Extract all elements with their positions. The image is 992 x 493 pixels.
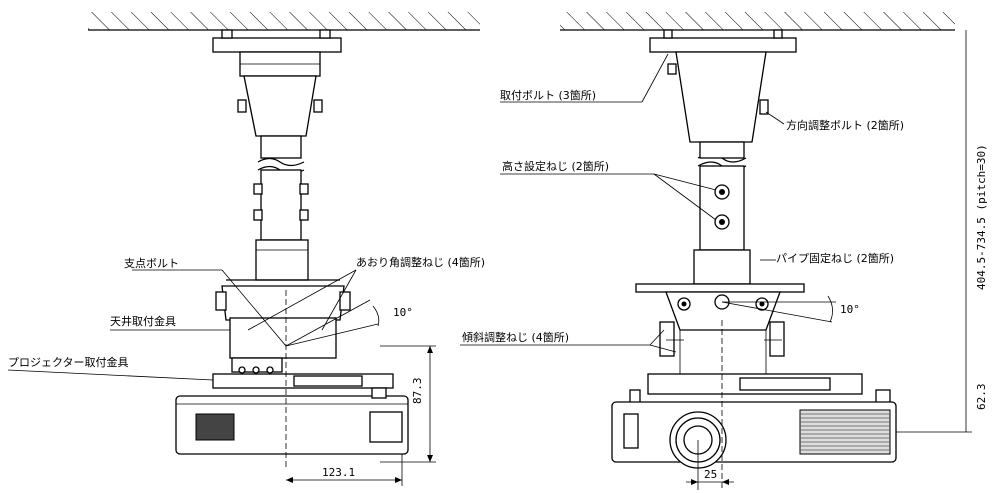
label-mounting-bolts: 取付ボルト (3箇所) [500, 88, 596, 102]
label-height-screws: 高さ設定ねじ (2箇所) [502, 159, 609, 173]
right-front-view [611, 29, 972, 490]
label-projector-bracket: プロジェクター取付金具 [8, 355, 129, 369]
dim-angle-left: 10° [393, 306, 413, 319]
dim-pitch-range: 404.5-734.5 (pitch=30) [975, 144, 988, 290]
label-pipe-screws: パイプ固定ねじ (2箇所) [776, 251, 894, 265]
label-ceiling-bracket: 天井取付金具 [110, 314, 176, 328]
ceiling-right [560, 12, 955, 31]
dim-height-left: 87.3 [411, 378, 424, 405]
label-tilt-angle-screws: あおり角調整ねじ (4箇所) [356, 255, 485, 269]
dim-angle-right: 10° [840, 303, 860, 316]
left-side-view [175, 29, 436, 486]
dim-height-right: 62.3 [975, 384, 988, 411]
dim-width-left: 123.1 [322, 466, 355, 479]
label-tilt-screws: 傾斜調整ねじ (4箇所) [462, 330, 569, 344]
speaker-grille [799, 409, 891, 455]
left-leaders [7, 269, 357, 381]
ceiling-left [88, 12, 480, 31]
dim-width-right: 25 [704, 468, 717, 481]
label-direction-bolts: 方向調整ボルト (2箇所) [786, 118, 904, 132]
right-leaders [460, 53, 785, 353]
label-fulcrum-bolt: 支点ボルト [124, 257, 179, 270]
